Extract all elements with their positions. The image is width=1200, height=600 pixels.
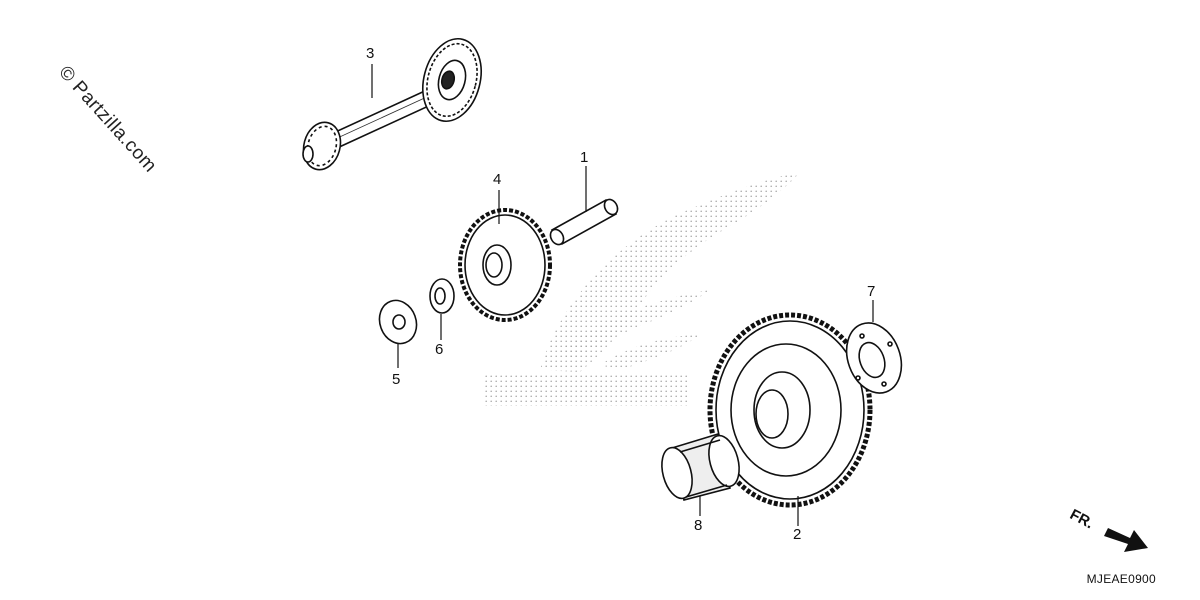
callout-4: 4 (493, 171, 502, 188)
honda-wing-watermark (485, 172, 800, 406)
part-6-collar (429, 278, 455, 314)
part-5-washer (378, 299, 418, 345)
part-8-needle-bearing (661, 432, 740, 501)
part-3-shaft-gear (302, 37, 482, 171)
part-1-pin (549, 198, 619, 246)
callout-6: 6 (435, 341, 444, 358)
callout-7: 7 (867, 283, 876, 300)
callout-2: 2 (793, 526, 802, 543)
arrow-right-down-icon (1104, 528, 1148, 552)
callout-8: 8 (694, 517, 703, 534)
callout-1: 1 (580, 149, 589, 166)
part-4-gear (458, 208, 552, 322)
part-2-starter-gear (707, 312, 873, 508)
callout-3: 3 (366, 45, 375, 62)
callout-5: 5 (392, 371, 401, 388)
part-7-plate (845, 322, 903, 394)
diagram-reference-code: MJEAE0900 (1086, 572, 1156, 586)
leader-lines (371, 64, 874, 526)
